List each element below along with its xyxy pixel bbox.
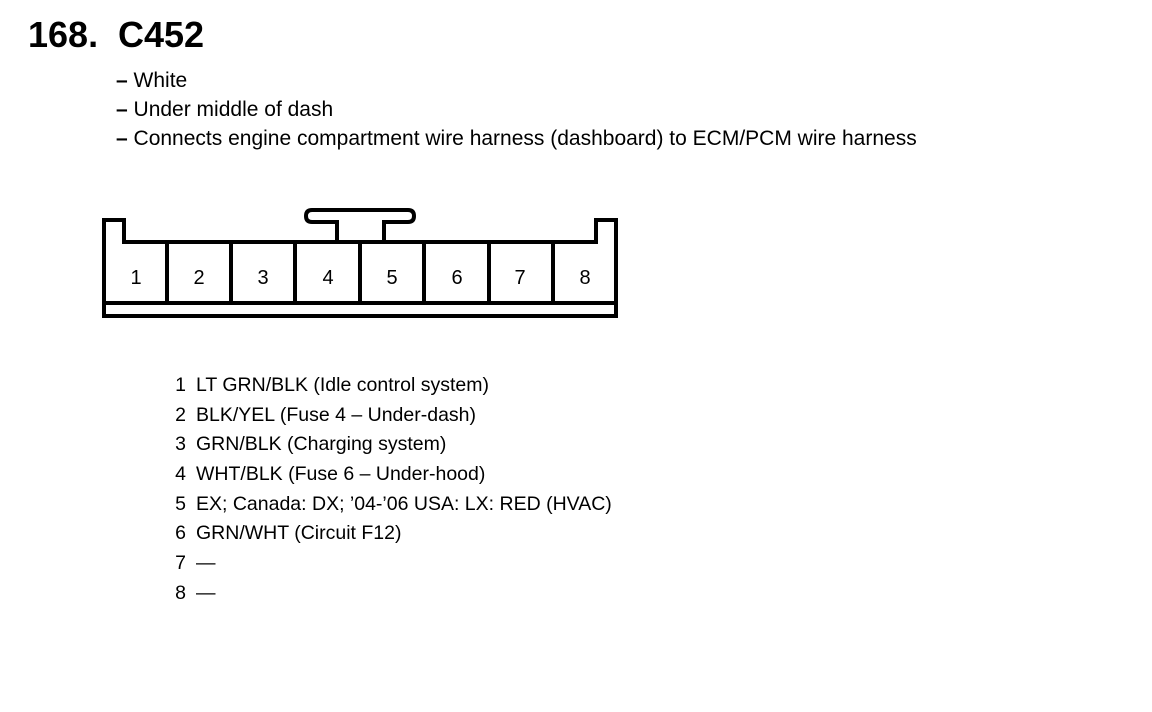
pin-description: BLK/YEL (Fuse 4 – Under-dash) — [196, 403, 476, 426]
connector-number: 168. — [28, 14, 99, 55]
pinout-row: 3 GRN/BLK (Charging system) — [162, 430, 612, 460]
pin-description: EX; Canada: DX; ’04-’06 USA: LX: RED (HV… — [196, 492, 612, 515]
note-dash: – — [116, 98, 128, 121]
note-text: Under middle of dash — [133, 98, 334, 121]
pin-number: 4 — [175, 463, 186, 486]
pinout-row: 5 EX; Canada: DX; ’04-’06 USA: LX: RED (H… — [162, 490, 612, 520]
pin-number: 3 — [175, 433, 186, 456]
note-item: – Under middle of dash — [116, 95, 917, 124]
cavity-label: 3 — [257, 267, 268, 289]
cavity-label: 6 — [451, 267, 462, 289]
pinout-row: 7— — [162, 549, 612, 579]
connector-heading: 168. C452 — [28, 14, 204, 56]
pinout-row: 4 WHT/BLK (Fuse 6 – Under-hood) — [162, 460, 612, 490]
cavity-label: 2 — [193, 267, 204, 289]
pinout-row: 2 BLK/YEL (Fuse 4 – Under-dash) — [162, 401, 612, 431]
pin-description: — — [196, 581, 216, 604]
note-item: – Connects engine compartment wire harne… — [116, 124, 917, 153]
cavity-label: 4 — [322, 267, 333, 289]
cavity-label: 1 — [130, 267, 141, 289]
pin-number: 2 — [175, 403, 186, 426]
connector-diagram: 1 2 3 4 5 6 7 8 — [102, 208, 618, 318]
pin-description: LT GRN/BLK (Idle control system) — [196, 374, 489, 396]
note-text: White — [133, 69, 188, 92]
pin-number: 6 — [175, 522, 186, 545]
pinout-row: 6 GRN/WHT (Circuit F12) — [162, 519, 612, 549]
note-text: Connects engine compartment wire harness… — [133, 127, 917, 150]
pinout-row: 1 LT GRN/BLK (Idle control system) — [162, 371, 612, 401]
cavity-label: 7 — [514, 267, 525, 289]
cavity-label: 5 — [386, 267, 397, 289]
pin-description: — — [196, 552, 216, 575]
connector-notes: – White – Under middle of dash – Connect… — [116, 66, 917, 153]
pin-description: WHT/BLK (Fuse 6 – Under-hood) — [196, 463, 486, 486]
pin-description: GRN/WHT (Circuit F12) — [196, 522, 402, 545]
pin-description: GRN/BLK (Charging system) — [196, 433, 447, 456]
pinout-list: 1 LT GRN/BLK (Idle control system) 2 BLK/Y… — [162, 371, 612, 609]
note-dash: – — [116, 69, 128, 92]
connector-name: C452 — [118, 14, 205, 55]
pin-number: 8 — [175, 581, 186, 604]
note-dash: – — [116, 127, 128, 150]
cavity-label: 8 — [579, 267, 590, 289]
pin-number: 1 — [175, 374, 186, 396]
locking-tab — [303, 208, 417, 242]
pin-number: 7 — [175, 552, 186, 575]
pinout-row: 8— — [162, 579, 612, 609]
pin-number: 5 — [175, 492, 186, 515]
connector-housing — [102, 218, 618, 318]
note-item: – White — [116, 66, 917, 95]
